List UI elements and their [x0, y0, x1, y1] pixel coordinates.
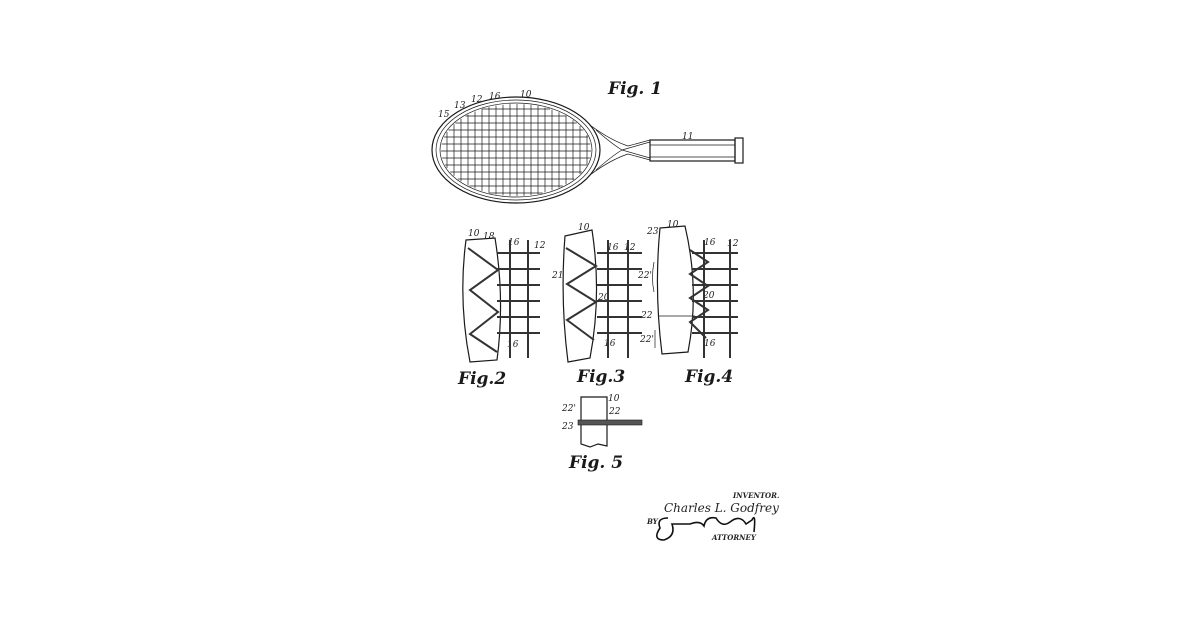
ref-numeral: 23: [646, 227, 659, 237]
ref-numeral: 16: [604, 339, 616, 349]
ref-numeral: 10: [468, 229, 480, 239]
ref-numeral: 12: [534, 241, 546, 251]
fig5-caption: Fig. 5: [568, 453, 623, 473]
ref-numeral: 11: [682, 132, 693, 142]
by-label: BY: [646, 517, 659, 526]
ref-numeral: 12: [471, 95, 483, 105]
ref-numeral: 22': [639, 335, 654, 345]
ref-numeral: 12: [624, 243, 636, 253]
ref-numeral: 20: [702, 291, 715, 301]
fig4-caption: Fig.4: [684, 367, 733, 387]
ref-numeral: 22': [561, 404, 576, 414]
fig1-racket: Fig. 1 15 13 12 16 10 11: [431, 79, 744, 204]
fig5-section: Fig. 5 10 22' 22 23: [561, 394, 643, 473]
string-detail: [692, 240, 738, 358]
ref-numeral: 16: [704, 339, 716, 349]
fig1-caption: Fig. 1: [607, 79, 662, 99]
inventor-name: Charles L. Godfrey: [664, 501, 779, 515]
ref-numeral: 16: [704, 238, 716, 248]
ref-numeral: 10: [520, 90, 532, 100]
fig3-caption: Fig.3: [576, 367, 625, 387]
ref-numeral: 22: [608, 407, 621, 417]
signature-block: INVENTOR. Charles L. Godfrey BY ATTORNEY: [646, 491, 779, 542]
fig4-detail: Fig.4 23 10 16 12 22' 20 22 22' 16: [637, 220, 739, 387]
ref-numeral: 21: [551, 271, 563, 281]
inventor-label: INVENTOR.: [732, 491, 779, 500]
ref-numeral: 10: [667, 220, 679, 230]
ref-numeral: 16: [489, 92, 501, 102]
ref-numeral: 13: [454, 101, 466, 111]
ref-numeral: 20: [597, 293, 610, 303]
string-detail: [497, 240, 540, 358]
string-grid: [441, 104, 591, 196]
ref-numeral: 12: [727, 239, 739, 249]
ref-numeral: 18: [483, 232, 495, 242]
ref-numeral: 22': [637, 271, 652, 281]
fig2-caption: Fig.2: [457, 369, 506, 389]
ref-numeral: 10: [608, 394, 620, 404]
ref-numeral: 16: [507, 340, 519, 350]
attorney-signature: [656, 516, 756, 541]
ref-numeral: 15: [438, 110, 450, 120]
ref-numeral: 10: [578, 223, 590, 233]
ref-numeral: 16: [508, 238, 520, 248]
ref-numeral: 16: [607, 243, 619, 253]
fig2-detail: Fig.2 10 18 16 12 16: [457, 229, 546, 389]
ref-numeral: 23: [561, 422, 574, 432]
fig3-detail: Fig.3 10 16 12 21 20 16: [551, 223, 636, 387]
ref-numeral: 22: [640, 311, 653, 321]
string-detail: [597, 240, 642, 358]
attorney-label: ATTORNEY: [711, 533, 757, 542]
